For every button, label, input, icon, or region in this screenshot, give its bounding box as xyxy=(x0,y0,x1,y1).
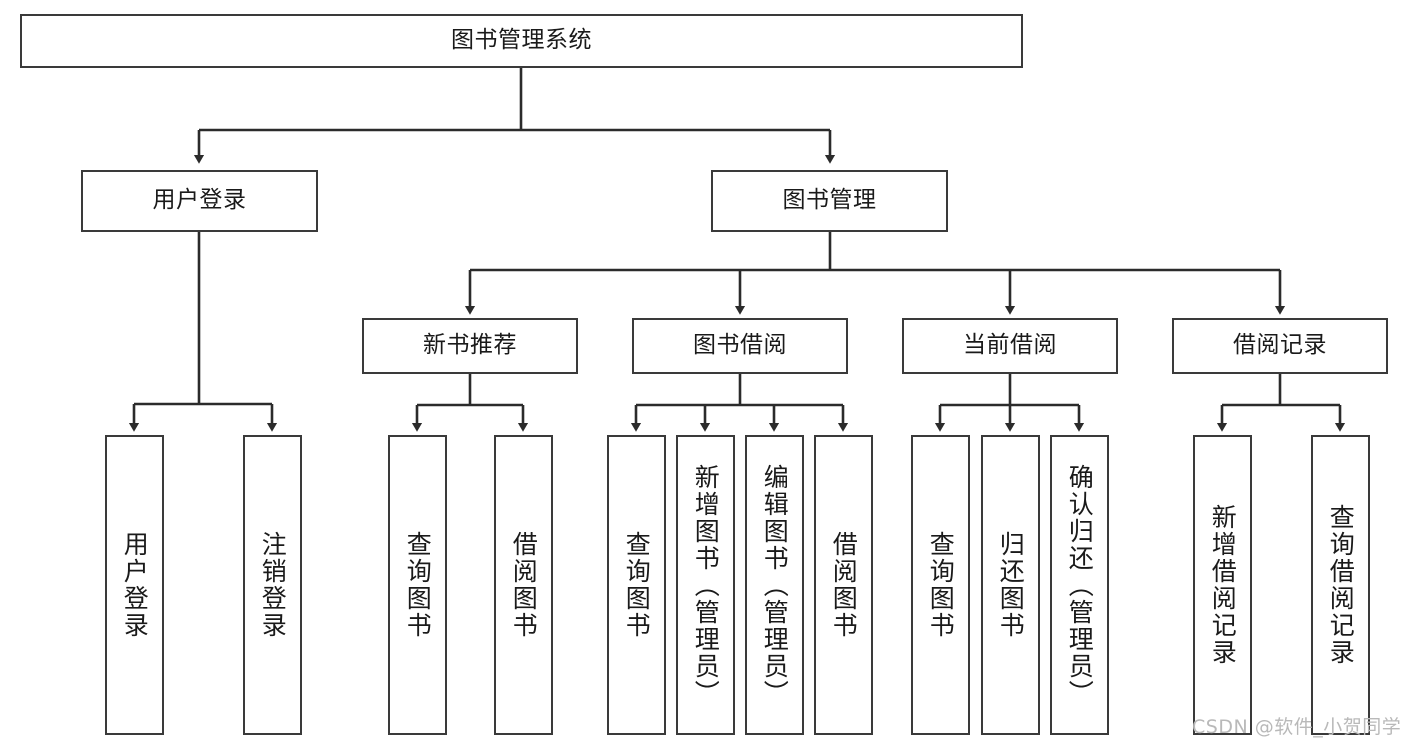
watermark-text: CSDN @软件_小贺同学 xyxy=(1192,716,1402,738)
node-label: 图书管理 xyxy=(782,187,877,214)
node-label: 查询借阅记录 xyxy=(1326,504,1356,666)
node-label: 当前借阅 xyxy=(963,332,1057,359)
leaf-user-login[interactable]: 用户登录 xyxy=(105,435,164,735)
node-borrow-records[interactable]: 借阅记录 xyxy=(1172,318,1388,374)
node-label: 用户登录 xyxy=(120,531,150,639)
leaf-confirm-return-admin[interactable]: 确认归还（管理员） xyxy=(1050,435,1109,735)
leaf-query-books-recommendation[interactable]: 查询图书 xyxy=(388,435,447,735)
leaf-logout[interactable]: 注销登录 xyxy=(243,435,302,735)
node-root-book-management-system[interactable]: 图书管理系统 xyxy=(20,14,1023,68)
node-label: 图书管理系统 xyxy=(451,27,592,54)
leaf-return-books[interactable]: 归还图书 xyxy=(981,435,1040,735)
node-new-book-recommendation[interactable]: 新书推荐 xyxy=(362,318,578,374)
node-label: 查询图书 xyxy=(926,531,956,639)
node-label: 查询图书 xyxy=(622,531,652,639)
node-current-borrowing[interactable]: 当前借阅 xyxy=(902,318,1118,374)
leaf-borrow-books-borrowing[interactable]: 借阅图书 xyxy=(814,435,873,735)
node-book-borrowing[interactable]: 图书借阅 xyxy=(632,318,848,374)
node-label: 图书借阅 xyxy=(693,332,787,359)
leaf-query-borrow-record[interactable]: 查询借阅记录 xyxy=(1311,435,1370,735)
leaf-query-books-current[interactable]: 查询图书 xyxy=(911,435,970,735)
node-label: 新书推荐 xyxy=(423,332,517,359)
leaf-add-borrow-record[interactable]: 新增借阅记录 xyxy=(1193,435,1252,735)
leaf-borrow-books-recommendation[interactable]: 借阅图书 xyxy=(494,435,553,735)
leaf-edit-book-admin[interactable]: 编辑图书（管理员） xyxy=(745,435,804,735)
node-label: 借阅图书 xyxy=(829,531,859,639)
node-label: 新增借阅记录 xyxy=(1208,504,1238,666)
node-label: 借阅图书 xyxy=(509,531,539,639)
node-label: 借阅记录 xyxy=(1233,332,1327,359)
leaf-add-book-admin[interactable]: 新增图书（管理员） xyxy=(676,435,735,735)
node-label: 注销登录 xyxy=(258,531,288,639)
node-book-management[interactable]: 图书管理 xyxy=(711,170,948,232)
node-label: 归还图书 xyxy=(996,531,1026,639)
node-label: 用户登录 xyxy=(152,187,247,214)
node-label: 确认归还（管理员） xyxy=(1065,463,1095,707)
node-label: 查询图书 xyxy=(403,531,433,639)
node-label: 编辑图书（管理员） xyxy=(760,463,790,707)
node-label: 新增图书（管理员） xyxy=(691,463,721,707)
node-user-login[interactable]: 用户登录 xyxy=(81,170,318,232)
leaf-query-books-borrowing[interactable]: 查询图书 xyxy=(607,435,666,735)
